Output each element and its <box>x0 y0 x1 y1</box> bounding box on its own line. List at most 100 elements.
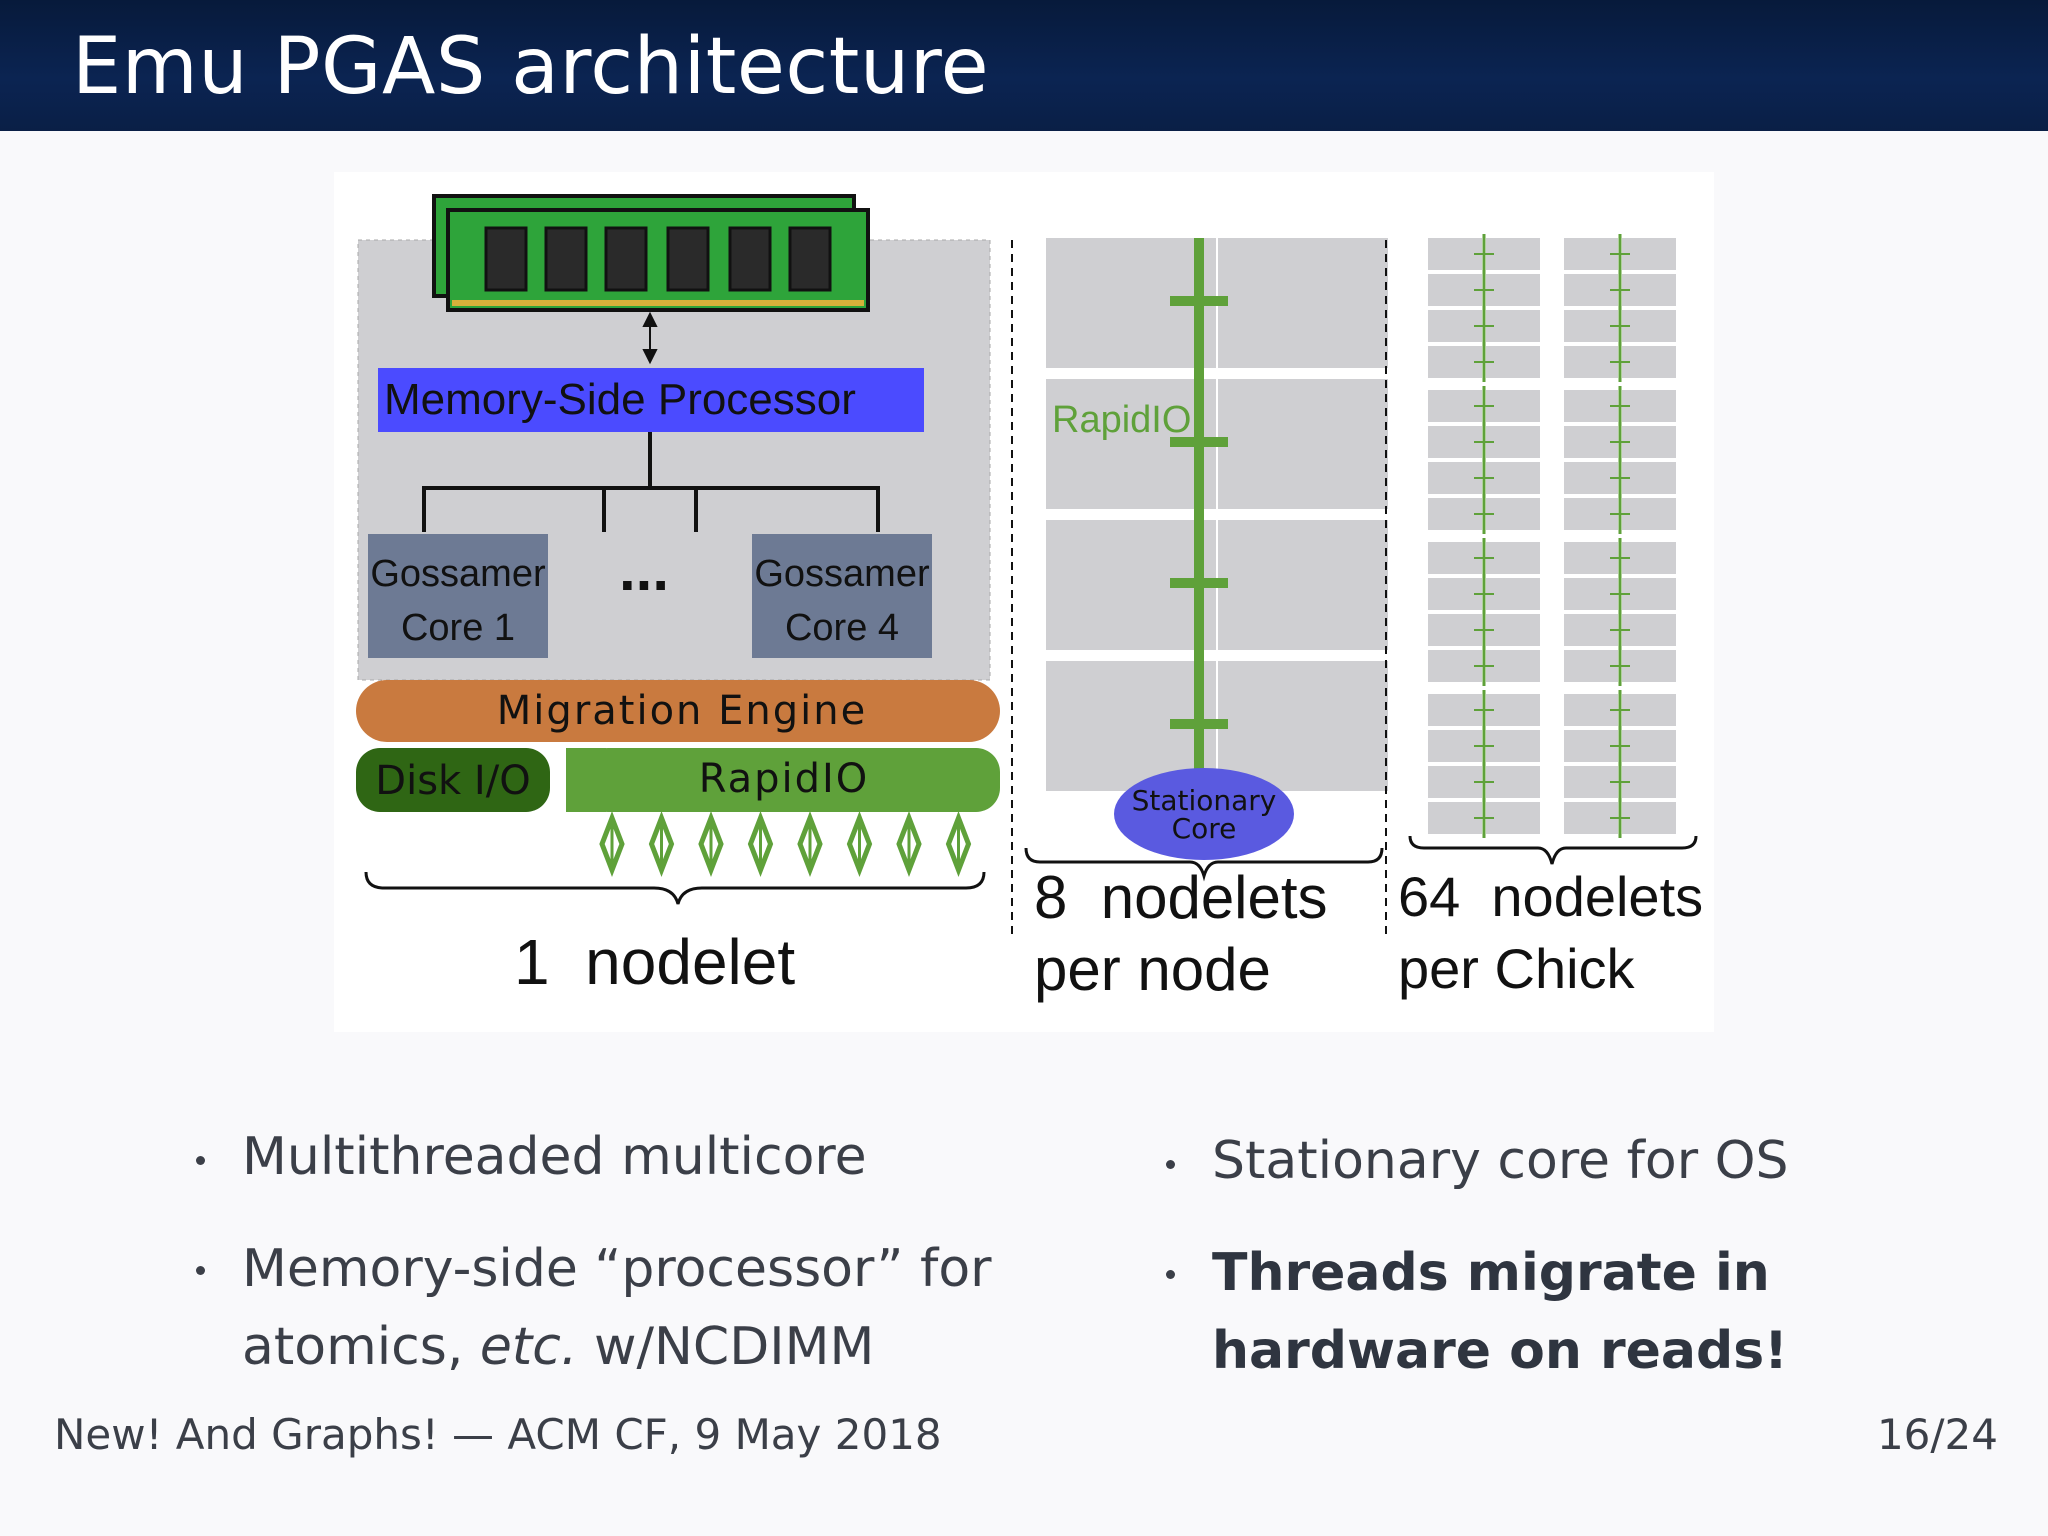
bullet-memory-side-line1: Memory-side “processor” for <box>242 1239 992 1299</box>
mini-nodelet <box>1486 650 1540 682</box>
core-ellipsis: ... <box>619 536 669 603</box>
mini-nodelet <box>1564 274 1618 306</box>
chick-brace <box>1408 835 1698 865</box>
memory-side-processor-box <box>378 368 924 432</box>
nodelet-block <box>1218 520 1388 650</box>
mini-nodelet <box>1486 238 1540 270</box>
node-block <box>1564 234 1676 382</box>
mini-nodelet <box>1564 390 1618 422</box>
caption-chick-line2: per Chick <box>1398 937 1636 1000</box>
mini-nodelet <box>1622 730 1676 762</box>
node-block <box>1564 386 1676 534</box>
disk-io-box <box>356 748 550 812</box>
dimm-memory-icon <box>432 194 870 312</box>
node-block <box>1428 386 1540 534</box>
node-rapidio-label: RapidIO <box>1052 399 1191 441</box>
link-arrow-icon <box>648 811 675 877</box>
rapidio-rung <box>1170 578 1228 588</box>
disk-io-label: Disk I/O <box>375 758 530 804</box>
node-block <box>1564 538 1676 686</box>
gossamer-core-4-line1: Gossamer <box>754 553 930 595</box>
link-arrow-icon <box>896 811 922 877</box>
core-connector-tree <box>422 432 880 532</box>
mini-nodelet <box>1622 614 1676 646</box>
mini-nodelet <box>1564 694 1618 726</box>
mini-nodelet <box>1486 498 1540 530</box>
node-block <box>1428 234 1540 382</box>
caption-node-line2: per node <box>1034 936 1271 1003</box>
nodelet-brace <box>364 871 986 905</box>
mini-nodelet <box>1428 802 1482 834</box>
bullet-dot <box>196 1266 205 1275</box>
bullet-dot <box>1166 1160 1175 1169</box>
mini-nodelet <box>1622 274 1676 306</box>
memory-bus-arrow <box>642 311 658 365</box>
gossamer-core-4-line2: Core 4 <box>785 607 899 649</box>
slide-title: Emu PGAS architecture <box>72 22 990 112</box>
mini-nodelet <box>1486 766 1540 798</box>
bullet-memory-side-line2: atomics, etc. w/NCDIMM <box>242 1308 992 1386</box>
rapidio-bar-box <box>584 748 1000 812</box>
gossamer-core-1-line1: Gossamer <box>370 553 546 595</box>
mini-nodelet <box>1622 426 1676 458</box>
caption-nodelet: 1 nodelet <box>514 926 795 998</box>
bullet-memory-side-line2-italic: etc. <box>479 1317 578 1377</box>
mini-nodelet <box>1564 498 1618 530</box>
bullet-memory-side: Memory-side “processor” for atomics, etc… <box>242 1230 992 1386</box>
mini-nodelet <box>1428 462 1482 494</box>
mini-nodelet <box>1428 766 1482 798</box>
mini-nodelet <box>1428 498 1482 530</box>
mini-nodelet <box>1622 238 1676 270</box>
page-number: 16/24 <box>1876 1410 1998 1459</box>
mini-nodelet <box>1486 462 1540 494</box>
mini-nodelet <box>1486 390 1540 422</box>
link-arrow-icon <box>797 811 823 877</box>
mini-nodelet <box>1622 578 1676 610</box>
mini-nodelet <box>1486 426 1540 458</box>
rapidio-bar-label: RapidIO <box>699 756 870 802</box>
bullet-multithreaded: Multithreaded multicore <box>242 1127 867 1187</box>
mini-nodelet <box>1622 310 1676 342</box>
gossamer-core-1-box <box>368 534 548 658</box>
memory-side-processor-label: Memory-Side Processor <box>384 375 856 424</box>
mini-nodelet <box>1564 802 1618 834</box>
bullet-threads-migrate-line1: Threads migrate in <box>1212 1243 1770 1303</box>
mini-nodelet <box>1486 694 1540 726</box>
architecture-diagram: Memory-Side Processor Gossamer Core 1 ..… <box>356 194 1703 1003</box>
gossamer-core-1-line2: Core 1 <box>401 607 515 649</box>
nodelet-block <box>1218 238 1388 368</box>
mini-nodelet <box>1564 578 1618 610</box>
nodelet-block <box>1218 661 1388 791</box>
mini-nodelet <box>1622 650 1676 682</box>
mini-nodelet <box>1428 730 1482 762</box>
nodelet-block <box>1218 379 1388 509</box>
bullet-stationary-core: Stationary core for OS <box>1212 1131 1789 1191</box>
link-arrow-icon <box>846 811 873 877</box>
mini-nodelet <box>1622 462 1676 494</box>
bullet-threads-migrate-line2: hardware on reads! <box>1212 1321 1788 1381</box>
mini-nodelet <box>1564 310 1618 342</box>
node-block <box>1428 538 1540 686</box>
node-block <box>1428 690 1540 838</box>
rapidio-rung <box>1170 719 1228 729</box>
mini-nodelet <box>1428 542 1482 574</box>
mini-nodelet <box>1564 730 1618 762</box>
caption-chick-line1: 64 nodelets <box>1398 865 1703 928</box>
mini-nodelet <box>1486 346 1540 378</box>
stationary-core-ellipse <box>1114 768 1294 860</box>
mini-nodelet <box>1428 390 1482 422</box>
mini-nodelet <box>1486 542 1540 574</box>
mini-nodelet <box>1486 730 1540 762</box>
mini-nodelet <box>1486 578 1540 610</box>
mini-nodelet <box>1486 274 1540 306</box>
link-arrow-icon <box>945 811 972 877</box>
bullet-memory-side-line2-a: atomics, <box>242 1317 480 1377</box>
mini-nodelet <box>1428 650 1482 682</box>
mini-nodelet <box>1428 310 1482 342</box>
mini-nodelet <box>1486 310 1540 342</box>
mini-nodelet <box>1622 498 1676 530</box>
mini-nodelet <box>1428 274 1482 306</box>
mini-nodelet <box>1564 462 1618 494</box>
bullet-dot <box>1166 1270 1175 1279</box>
mini-nodelet <box>1622 694 1676 726</box>
